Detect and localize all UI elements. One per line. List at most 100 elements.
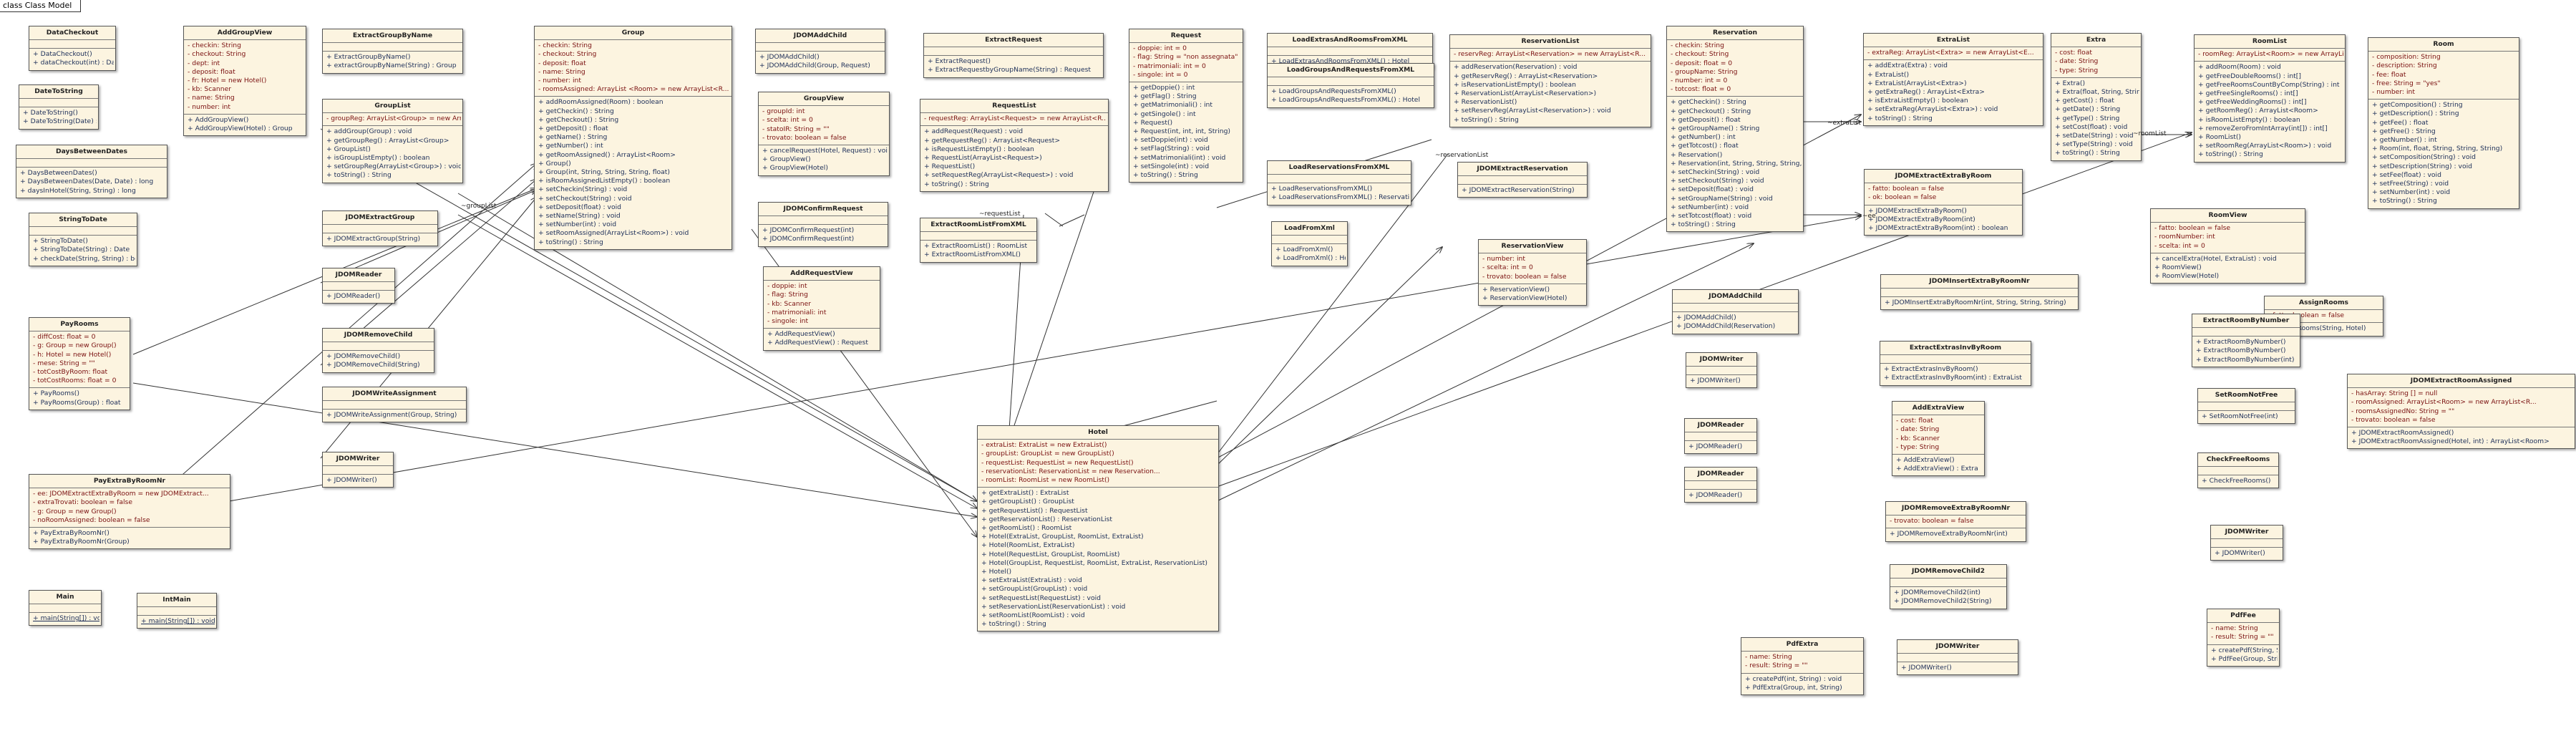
class-box-reservationlist[interactable]: ReservationList- reservReg: ArrayList<Re… bbox=[1449, 34, 1651, 127]
class-box-intmain[interactable]: IntMain+ main(String[]) : void bbox=[137, 593, 217, 629]
class-box-hotel[interactable]: Hotel- extraList: ExtraList = new ExtraL… bbox=[977, 425, 1219, 632]
attributes-compartment bbox=[1268, 174, 1411, 183]
class-box-loadgroupsandrequestsfromxml[interactable]: LoadGroupsAndRequestsFromXML+ LoadGroups… bbox=[1267, 63, 1434, 108]
class-box-jdomremoveextrabyroomnr[interactable]: JDOMRemoveExtraByRoomNr- trovato: boolea… bbox=[1885, 501, 2026, 542]
class-box-grouplist[interactable]: GroupList- groupReg: ArrayList<Group> = … bbox=[322, 99, 463, 183]
class-attribute: - number: int bbox=[188, 102, 230, 111]
class-box-jdomaddchild[interactable]: JDOMAddChild+ JDOMAddChild()+ JDOMAddChi… bbox=[1672, 289, 1799, 334]
class-box-room[interactable]: Room - composition: String- description: … bbox=[2368, 37, 2519, 209]
class-name: RoomView bbox=[2208, 211, 2247, 219]
class-box-jdomwriteassignment[interactable]: JDOMWriteAssignment+ JDOMWriteAssignment… bbox=[322, 387, 467, 423]
class-box-jdomwriter[interactable]: JDOMWriter+ JDOMWriter() bbox=[322, 452, 394, 488]
attributes-compartment bbox=[1890, 578, 2006, 586]
class-attribute: - roomAssigned: ArrayList<Room> = new Ar… bbox=[2351, 398, 2537, 407]
class-box-jdomwriter[interactable]: JDOMWriter+ JDOMWriter() bbox=[2210, 525, 2283, 561]
class-name: IntMain bbox=[162, 596, 191, 604]
class-box-loadreservationsfromxml[interactable]: LoadReservationsFromXML+ LoadReservation… bbox=[1267, 160, 1411, 205]
class-box-reservationview[interactable]: ReservationView- number: int- scelta: in… bbox=[1478, 239, 1587, 306]
class-method: + setFlag(String) : void bbox=[1133, 145, 1210, 153]
class-box-main[interactable]: Main+ main(String[]) : void bbox=[29, 590, 102, 626]
class-method: + RoomList() bbox=[2198, 133, 2242, 142]
class-attribute: - scelta: int = 0 bbox=[762, 116, 813, 125]
class-box-datetostring[interactable]: DateToString+ DateToString()+ DateToStri… bbox=[19, 84, 99, 130]
class-box-extralist[interactable]: ExtraList- extraReg: ArrayList<Extra> = … bbox=[1863, 33, 2043, 126]
class-method: + checkDate(String, String) : boolean bbox=[33, 254, 135, 263]
class-box-jdomwriter[interactable]: JDOMWriter+ JDOMWriter() bbox=[1686, 352, 1757, 389]
class-box-extractextrasinvbyroom[interactable]: ExtractExtrasInvByRoom+ ExtractExtrasInv… bbox=[1880, 341, 2031, 386]
class-box-jdomextractreservation[interactable]: JDOMExtractReservation+ JDOMExtractReser… bbox=[1457, 162, 1588, 198]
class-method: + JDOMExtractRoomAssigned() bbox=[2351, 429, 2454, 437]
class-method: + setFree(String) : void bbox=[2372, 180, 2449, 188]
attributes-compartment: - groupId: int- scelta: int = 0- statoIR… bbox=[759, 105, 889, 145]
class-box-pdfextra[interactable]: PdfExtra- name: String- result: String =… bbox=[1741, 637, 1864, 696]
class-box-jdomconfirmrequest[interactable]: JDOMConfirmRequest+ JDOMConfirmRequest(i… bbox=[758, 202, 888, 247]
class-box-request[interactable]: Request- doppie: int = 0- flag: String =… bbox=[1129, 29, 1243, 183]
class-box-jdomreader[interactable]: JDOMReader+ JDOMReader() bbox=[1684, 467, 1757, 503]
methods-compartment: + DaysBetweenDates()+ DaysBetweenDates(D… bbox=[16, 167, 167, 198]
class-box-pdffee[interactable]: PdfFee- name: String- result: String = "… bbox=[2207, 609, 2280, 667]
class-box-payextrabyroomnr[interactable]: PayExtraByRoomNr- ee: JDOMExtractExtraBy… bbox=[29, 474, 230, 550]
class-attribute: - name: String bbox=[188, 94, 235, 102]
class-box-roomview[interactable]: RoomView- fatto: boolean = false- roomNu… bbox=[2150, 208, 2305, 284]
class-box-extractgroupbyname[interactable]: ExtractGroupByName+ ExtractGroupByName()… bbox=[322, 29, 463, 74]
class-box-setroomnotfree[interactable]: SetRoomNotFree+ SetRoomNotFree(int) bbox=[2197, 388, 2295, 425]
class-box-jdomextractextrabyroom[interactable]: JDOMExtractExtraByRoom- fatto: boolean =… bbox=[1864, 169, 2023, 236]
class-box-addextraview[interactable]: AddExtraView- cost: float- date: String-… bbox=[1892, 401, 1985, 477]
class-attribute: - dept: int bbox=[188, 59, 220, 67]
class-box-reservation[interactable]: Reservation- checkin: String- checkout: … bbox=[1666, 26, 1804, 233]
class-box-groupview[interactable]: GroupView- groupId: int- scelta: int = 0… bbox=[758, 92, 890, 176]
class-box-extractroomlistfromxml[interactable]: ExtractRoomListFromXML+ ExtractRoomList(… bbox=[920, 218, 1037, 263]
class-box-daysbetweendates[interactable]: DaysBetweenDates+ DaysBetweenDates()+ Da… bbox=[16, 145, 167, 198]
class-box-jdomwriter[interactable]: JDOMWriter+ JDOMWriter() bbox=[1897, 639, 2018, 676]
attributes-compartment: - extraList: ExtraList = new ExtraList()… bbox=[978, 439, 1218, 487]
class-name: Room bbox=[2433, 40, 2454, 48]
class-attribute: - ok: boolean = false bbox=[1868, 193, 1937, 202]
class-box-addgroupview[interactable]: AddGroupView- checkin: String- checkout:… bbox=[183, 26, 306, 137]
class-method: + AddRequestView() bbox=[767, 330, 835, 339]
class-box-checkfreerooms[interactable]: CheckFreeRooms+ CheckFreeRooms() bbox=[2197, 452, 2279, 489]
class-name: SetRoomNotFree bbox=[2215, 391, 2278, 399]
class-box-jdomaddchild[interactable]: JDOMAddChild+ JDOMAddChild()+ JDOMAddChi… bbox=[755, 29, 885, 74]
class-box-datacheckout[interactable]: DataCheckout+ DataCheckout()+ dataChecko… bbox=[29, 26, 116, 71]
class-box-jdomextractroomassigned[interactable]: JDOMExtractRoomAssigned- hasArray: Strin… bbox=[2347, 374, 2575, 450]
attributes-compartment bbox=[924, 47, 1103, 55]
class-box-jdomreader[interactable]: JDOMReader+ JDOMReader() bbox=[1684, 418, 1757, 455]
class-method: + toString() : String bbox=[2372, 197, 2437, 205]
methods-compartment: + addGroup(Group) : void+ getGroupReg() … bbox=[323, 125, 462, 182]
class-box-loadfromxml[interactable]: LoadFromXml+ LoadFromXml()+ LoadFromXml(… bbox=[1271, 221, 1348, 266]
class-method: + isRoomAssignedListEmpty() : boolean bbox=[538, 177, 671, 185]
class-box-addrequestview[interactable]: AddRequestView- doppie: int- flag: Strin… bbox=[763, 266, 880, 351]
class-box-jdominsertextrabyroomnr[interactable]: JDOMInsertExtraByRoomNr+ JDOMInsertExtra… bbox=[1880, 274, 2079, 311]
class-attribute: - number: int bbox=[2372, 88, 2415, 97]
class-method: + getRoomList() : RoomList bbox=[981, 524, 1072, 533]
class-method: + setComposition(String) : void bbox=[2372, 153, 2477, 162]
class-box-stringtodate[interactable]: StringToDate+ StringToDate()+ StringToDa… bbox=[29, 213, 137, 266]
class-box-requestlist[interactable]: RequestList- requestReg: ArrayList<Reque… bbox=[920, 99, 1109, 192]
methods-compartment: + JDOMExtractGroup(String) bbox=[323, 233, 437, 246]
class-attribute: - totCostRooms: float = 0 bbox=[33, 377, 117, 385]
class-box-jdomextractgroup[interactable]: JDOMExtractGroup+ JDOMExtractGroup(Strin… bbox=[322, 210, 438, 247]
association-line bbox=[1059, 214, 1085, 227]
class-method: + isGroupListEmpty() : boolean bbox=[326, 154, 430, 163]
class-box-jdomremovechild2[interactable]: JDOMRemoveChild2+ JDOMRemoveChild2(int)+… bbox=[1890, 564, 2007, 609]
class-method: + setExtraReg(ArrayList<Extra>) : void bbox=[1867, 105, 1998, 114]
class-box-group[interactable]: Group- checkin: String- checkout: String… bbox=[534, 26, 732, 250]
class-box-roomlist[interactable]: RoomList- roomReg: ArrayList<Room> = new… bbox=[2194, 34, 2346, 163]
class-box-extractrequest[interactable]: ExtractRequest+ ExtractRequest()+ Extrac… bbox=[923, 33, 1104, 78]
class-attribute: - checkout: String bbox=[188, 50, 246, 59]
attributes-compartment: - composition: String- description: Stri… bbox=[2368, 51, 2519, 99]
class-box-jdomremovechild[interactable]: JDOMRemoveChild+ JDOMRemoveChild()+ JDOM… bbox=[322, 328, 434, 373]
class-attribute: - requestReg: ArrayList<Request> = new A… bbox=[924, 115, 1107, 123]
class-method: + cancelExtra(Hotel, ExtraList) : void bbox=[2154, 254, 2277, 263]
class-box-extractroombynumber[interactable]: ExtractRoomByNumber+ ExtractRoomByNumber… bbox=[2192, 314, 2300, 367]
class-method: + addRoom(Room) : void bbox=[2198, 63, 2281, 72]
class-attribute: - number: int bbox=[1482, 255, 1525, 263]
attributes-compartment: - checkin: String- checkout: String- dep… bbox=[184, 39, 306, 114]
association-role-label: ~ee bbox=[1862, 213, 1876, 220]
class-box-payrooms[interactable]: PayRooms- diffCost: float = 0- g: Group … bbox=[29, 317, 130, 410]
class-method: + getRoomReg() : ArrayList<Room> bbox=[2198, 107, 2318, 115]
class-attribute: - singole: int = 0 bbox=[1133, 70, 1188, 79]
class-box-extra[interactable]: Extra- cost: float- date: String- type: … bbox=[2051, 33, 2142, 161]
class-box-jdomreader[interactable]: JDOMReader+ JDOMReader() bbox=[322, 268, 395, 304]
class-method: + ExtractExtrasInvByRoom(int) : ExtraLis… bbox=[1884, 374, 2022, 382]
